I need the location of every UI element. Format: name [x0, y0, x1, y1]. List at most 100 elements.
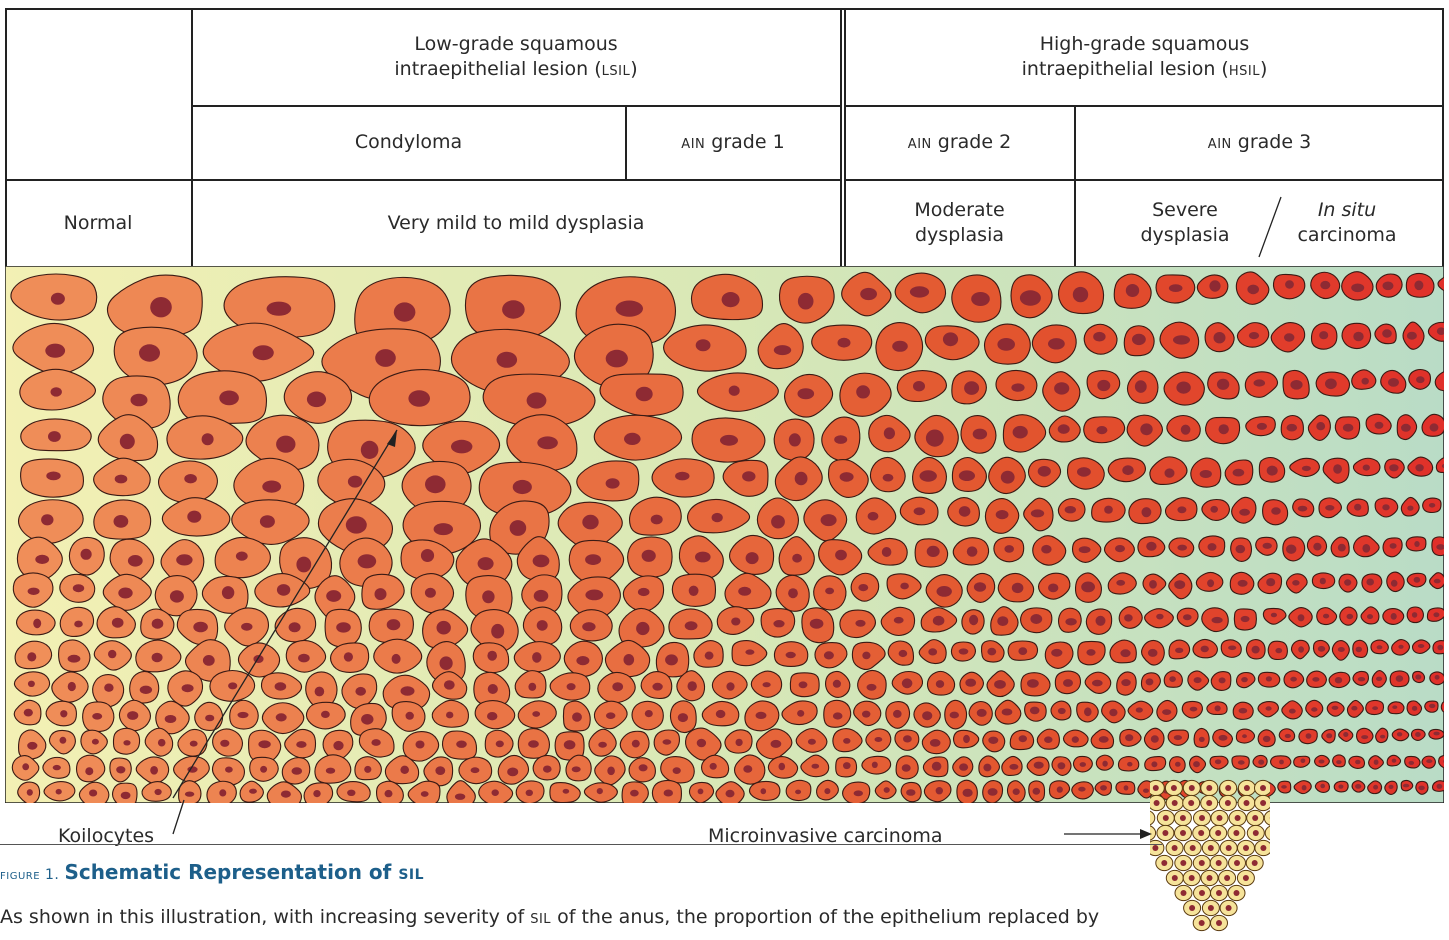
cell-nucleus: [798, 293, 814, 310]
invasive-nucleus: [1181, 890, 1187, 896]
cell-nucleus: [1351, 284, 1364, 293]
cell-nucleus: [903, 735, 912, 742]
cell-nucleus: [35, 555, 49, 564]
invasive-nucleus: [1198, 830, 1204, 836]
cell-nucleus: [567, 683, 576, 690]
cell-nucleus: [478, 557, 494, 570]
cell-nucleus: [526, 790, 533, 796]
cell-nucleus: [85, 767, 93, 775]
cell-nucleus: [1121, 679, 1130, 686]
cell-nucleus: [1414, 541, 1419, 547]
cell-nucleus: [219, 789, 226, 796]
cell-nucleus: [1336, 760, 1341, 764]
cell-nucleus: [1135, 380, 1147, 393]
cell-nucleus: [933, 616, 945, 626]
figure-title-abbr: SIL: [398, 860, 424, 884]
invasive-nucleus: [1163, 815, 1169, 821]
cell-nucleus: [959, 763, 968, 770]
invasive-cell: [1264, 810, 1270, 825]
cell-nucleus: [1382, 329, 1392, 337]
cell-nucleus: [1142, 507, 1152, 517]
cell-nucleus: [1388, 378, 1399, 387]
hsil-header: High-grade squamous intraepithelial lesi…: [845, 8, 1444, 105]
cell-nucleus: [1266, 676, 1272, 681]
cell-nucleus: [1358, 677, 1365, 681]
cell-nucleus: [913, 381, 925, 391]
cell-nucleus: [241, 623, 252, 631]
invasive-nucleus: [1253, 830, 1259, 836]
cell-nucleus: [262, 481, 281, 493]
cell-nucleus: [1263, 543, 1272, 549]
cell-nucleus: [115, 475, 128, 484]
cell-nucleus: [1266, 578, 1275, 586]
cell-nucleus: [1333, 464, 1342, 474]
cell-nucleus: [1104, 506, 1113, 514]
cell-nucleus: [638, 588, 650, 596]
cell-nucleus: [488, 684, 498, 694]
cell-nucleus: [92, 713, 102, 720]
cell-nucleus: [1318, 646, 1325, 652]
cell-nucleus: [289, 622, 301, 632]
moderate-line1: Moderate: [914, 198, 1004, 223]
cell-nucleus: [444, 680, 455, 689]
hsil-title-line1: High-grade squamous: [1040, 32, 1250, 57]
cell-nucleus: [606, 350, 628, 368]
cell-nucleus: [1058, 762, 1066, 769]
cell-nucleus: [1338, 647, 1345, 652]
cell-nucleus: [361, 714, 373, 725]
cell-nucleus: [720, 435, 738, 446]
cell-nucleus: [1086, 649, 1095, 656]
cell-nucleus: [799, 681, 808, 688]
invasive-nucleus: [1199, 815, 1205, 821]
cell-nucleus: [1319, 331, 1328, 339]
invasive-nucleus: [1152, 845, 1158, 851]
invasive-nucleus: [1216, 890, 1222, 896]
cell-nucleus: [821, 514, 837, 526]
invasive-nucleus: [1190, 845, 1196, 851]
cell-nucleus: [347, 790, 355, 796]
cell-nucleus: [746, 552, 759, 564]
cell-nucleus: [572, 712, 582, 721]
cell-nucleus: [1122, 465, 1133, 475]
cell-nucleus: [824, 651, 834, 659]
cell-nucleus: [1146, 678, 1154, 685]
cell-nucleus: [834, 435, 847, 444]
cell-nucleus: [712, 513, 723, 522]
cell-nucleus: [1156, 614, 1163, 620]
cell-nucleus: [996, 510, 1009, 519]
invasive-nucleus: [1189, 905, 1195, 911]
cell-nucleus: [1320, 578, 1326, 585]
invasive-nucleus: [1243, 875, 1249, 881]
cell-nucleus: [964, 381, 979, 395]
epithelium-svg: [5, 266, 1444, 803]
cell-nucleus: [1254, 379, 1266, 386]
cell-nucleus: [899, 650, 908, 657]
cell-nucleus: [835, 550, 847, 561]
cell-nucleus: [408, 390, 430, 407]
cell-nucleus: [1018, 647, 1027, 655]
cell-nucleus: [1390, 543, 1397, 549]
cell-nucleus: [1079, 546, 1091, 553]
cell-nucleus: [1012, 583, 1024, 593]
cell-nucleus: [1311, 707, 1317, 711]
cell-nucleus: [1051, 649, 1062, 657]
cell-nucleus: [1102, 761, 1107, 767]
cell-nucleus: [260, 515, 275, 528]
cell-nucleus: [963, 789, 973, 797]
caption-abbr: SIL: [530, 906, 551, 928]
cell-nucleus: [1175, 762, 1181, 767]
cell-nucleus: [1418, 786, 1424, 791]
cell-nucleus: [1009, 764, 1018, 770]
cell-nucleus: [184, 474, 197, 483]
cell-nucleus: [537, 436, 558, 449]
cell-nucleus: [1290, 677, 1297, 682]
cell-nucleus: [678, 713, 688, 722]
cell-nucleus: [1126, 284, 1139, 297]
invasive-nucleus: [1172, 875, 1178, 881]
cell-nucleus: [636, 387, 653, 402]
cell-nucleus: [1409, 761, 1415, 765]
cell-nucleus: [1389, 464, 1398, 471]
cell-nucleus: [1151, 735, 1159, 742]
invasive-nucleus: [1225, 785, 1231, 791]
cell-nucleus: [1412, 612, 1417, 618]
